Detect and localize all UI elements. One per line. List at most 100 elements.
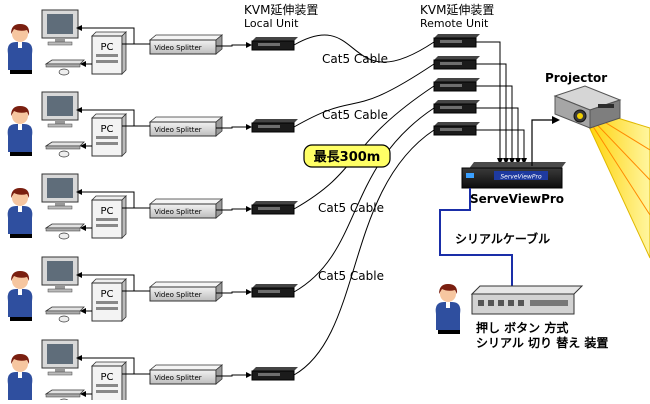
splitter-label: Video Splitter [154, 126, 201, 134]
person-icon [7, 354, 33, 404]
pc-tower-icon: PC [91, 195, 127, 239]
kvm-remote-unit-icon [433, 34, 503, 165]
kvm-remote-unit-icon [433, 122, 527, 165]
pc-tower-icon: PC [91, 31, 127, 75]
keyboard-icon [44, 141, 85, 150]
person-icon [7, 24, 33, 74]
arrow-head [521, 158, 527, 165]
kvm-remote-unit-icon [433, 56, 509, 165]
monitor-icon [41, 91, 79, 128]
kvm-local-unit-icon [251, 119, 298, 133]
splitter-label: Video Splitter [154, 44, 201, 52]
person-icon [435, 284, 461, 334]
serveviewpro-screen-label: ServeViewPro [500, 174, 542, 181]
splitter-label: Video Splitter [154, 291, 201, 299]
local-unit-title: KVM延伸装置 [244, 3, 318, 17]
arrow-head [509, 158, 515, 165]
local-unit-subtitle: Local Unit [244, 17, 299, 30]
cable-layer [293, 34, 435, 376]
video-splitter-icon: Video Splitter [148, 364, 224, 385]
kvm-local-unit-icon [251, 37, 298, 51]
workstation-wiring [76, 25, 252, 67]
pc-label: PC [100, 42, 113, 53]
person-icon [7, 271, 33, 321]
kvm-remote-unit-icon [433, 100, 521, 165]
cat5-cable [293, 107, 435, 293]
max-length-badge [303, 144, 391, 168]
video-splitter-icon: Video Splitter [148, 198, 224, 219]
monitor-icon [41, 339, 79, 376]
cable-label: Cat5 Cable [322, 52, 388, 66]
beam-ray [584, 113, 650, 216]
workstation-row: PC Video Splitter [7, 339, 298, 404]
video-splitter-icon: Video Splitter [148, 34, 224, 55]
pc-tower-icon: PC [91, 113, 127, 157]
pc-label: PC [100, 289, 113, 300]
workstation-row: PC Video Splitter [7, 256, 298, 323]
arrow-head [552, 116, 560, 124]
pc-tower-icon: PC [91, 361, 127, 404]
arrow-head [515, 158, 521, 165]
video-splitter-icon: Video Splitter [148, 116, 224, 137]
workstation-wiring [76, 355, 252, 397]
remote-to-switch-link [476, 129, 525, 160]
serial-cable-label: シリアルケーブル [455, 231, 550, 246]
cable-label: Cat5 Cable [322, 108, 388, 122]
remote-to-switch-link [476, 41, 501, 160]
remote-to-switch-link [476, 63, 507, 160]
serveviewpro-label: ServeViewPro [470, 192, 564, 206]
cable-label: Cat5 Cable [318, 269, 384, 283]
mouse-icon [58, 232, 70, 240]
pc-label: PC [100, 206, 113, 217]
splitter-label: Video Splitter [154, 208, 201, 216]
pc-tower-icon: PC [91, 278, 127, 322]
kvm-local-unit-icon [251, 284, 298, 298]
pc-label: PC [100, 372, 113, 383]
person-icon [7, 106, 33, 156]
monitor-icon [41, 256, 79, 293]
workstation-wiring [76, 189, 252, 231]
cat5-cable [293, 34, 435, 63]
arrow-head [503, 158, 509, 165]
kvm-local-unit-icon [251, 367, 298, 381]
mouse-icon [58, 150, 70, 158]
person-icon [7, 188, 33, 238]
workstation-row: PC Video Splitter [7, 173, 298, 240]
keyboard-icon [44, 59, 85, 68]
video-splitter-icon: Video Splitter [148, 281, 224, 302]
workstation-row: PC Video Splitter [7, 9, 298, 76]
pc-label: PC [100, 124, 113, 135]
projector-label: Projector [545, 71, 607, 85]
monitor-icon [41, 9, 79, 46]
serial-cable [439, 188, 513, 295]
keyboard-icon [44, 389, 85, 398]
projector-icon [553, 85, 622, 129]
kvm-remote-unit-icon [433, 78, 515, 165]
splitter-label: Video Splitter [154, 374, 201, 382]
remote-unit-title: KVM延伸装置 [420, 3, 494, 17]
keyboard-icon [44, 223, 85, 232]
switcher-label-line1: 押し ボタン 方式 [476, 320, 568, 335]
workstation-wiring [76, 272, 252, 314]
push-button-switcher-icon [470, 285, 584, 315]
remote-to-switch-link [476, 85, 513, 160]
cat5-cable [293, 63, 435, 128]
switcher-label-line2: シリアル 切り 替え 装置 [476, 335, 608, 350]
remote-unit-subtitle: Remote Unit [420, 17, 489, 30]
keyboard-icon [44, 306, 85, 315]
mouse-icon [58, 68, 70, 76]
kvm-local-unit-icon [251, 201, 298, 215]
remote-unit-stack [433, 34, 527, 165]
remote-to-switch-link [476, 107, 519, 160]
max-length-label: 最長300m [314, 150, 381, 165]
mouse-icon [58, 315, 70, 323]
arrow-head [497, 158, 503, 165]
workstation-row: PC Video Splitter [7, 91, 298, 158]
workstation-wiring [76, 107, 252, 149]
cable-label: Cat5 Cable [318, 201, 384, 215]
projector-cable [531, 119, 552, 166]
cat5-cable [293, 129, 435, 376]
